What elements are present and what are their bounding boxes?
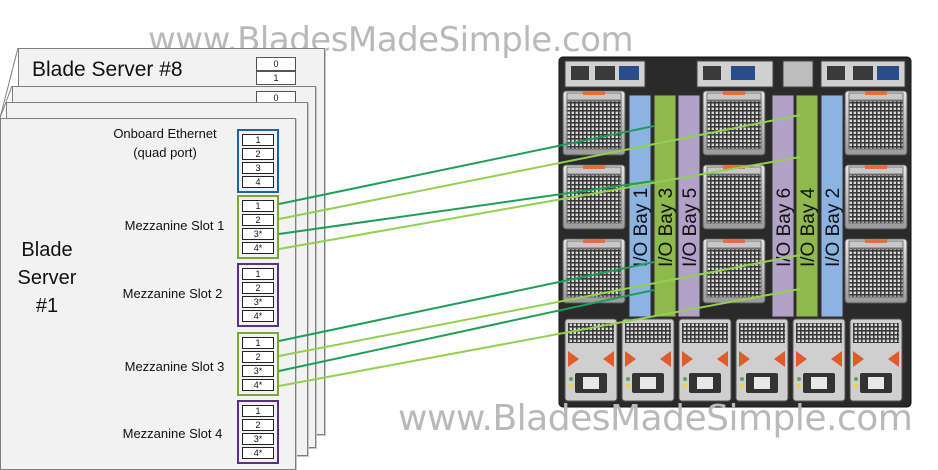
onboard-port-2: 2: [242, 148, 274, 160]
io-bay-4-label: I/O Bay 4: [798, 187, 819, 267]
link-mezz3-port2-bay4: [278, 254, 801, 357]
onboard-port-4: 4: [242, 176, 274, 188]
mezzanine-slot-1-label: Mezzanine Slot 1: [124, 218, 225, 233]
mezzanine-slot-3-label: Mezzanine Slot 3: [124, 359, 225, 374]
mezz4-port-1: 1: [242, 405, 274, 417]
onboard-port-1: 1: [242, 134, 274, 146]
onboard-port-3: 3: [242, 162, 274, 174]
mezz3-port-4: 4*: [242, 379, 274, 391]
mezz2-port-2: 2: [242, 282, 274, 294]
blade-chassis-rear: I/O Bay 1 I/O Bay 3 I/O Bay 5 I/O Bay 6 …: [558, 56, 912, 408]
io-bay-5: [677, 94, 701, 318]
mezz1-port-1: 1: [242, 200, 274, 212]
io-bay-6-label: I/O Bay 6: [774, 188, 795, 267]
mezz4-port-3: 3*: [242, 433, 274, 445]
mezz1-port-3: 3*: [242, 228, 274, 240]
onboard-label-line-1: Onboard Ethernet: [113, 126, 217, 141]
mezzanine-slot-2-ports: 1 2 3* 4*: [237, 263, 279, 327]
blade-8-port-0: 0: [256, 57, 296, 71]
link-mezz1-port2-bay4: [278, 114, 801, 220]
blade-server-1-title: Blade Server #1: [10, 236, 84, 320]
io-bay-4: [795, 94, 819, 318]
mezzanine-slot-3-ports: 1 2 3* 4*: [237, 332, 279, 396]
mezz2-port-4: 4*: [242, 310, 274, 322]
mezz1-port-2: 2: [242, 214, 274, 226]
io-bay-2: [820, 94, 844, 318]
onboard-label-line-2: (quad port): [133, 145, 197, 160]
link-mezz3-port3-bay3: [278, 289, 655, 372]
mezzanine-slot-4-label: Mezzanine Slot 4: [122, 426, 223, 441]
mezz4-port-2: 2: [242, 419, 274, 431]
mezz1-port-4: 4*: [242, 242, 274, 254]
io-bay-6: [771, 94, 795, 318]
link-mezz3-port1-bay3: [278, 261, 655, 342]
io-bay-1-label: I/O Bay 1: [631, 188, 652, 267]
blade-title-line-2: Server: [17, 267, 77, 289]
link-mezz3-port4-bay4: [278, 288, 801, 387]
io-bay-5-label: I/O Bay 5: [680, 188, 701, 267]
blade-8-port-1: 1: [256, 71, 296, 85]
io-bay-1: [628, 94, 652, 318]
watermark-bottom: www.BladesMadeSimple.com: [398, 398, 913, 439]
mezzanine-slot-4-ports: 1 2 3* 4*: [237, 400, 279, 464]
mezz3-port-3: 3*: [242, 365, 274, 377]
io-bay-2-label: I/O Bay 2: [823, 188, 844, 267]
onboard-ethernet-label: Onboard Ethernet (quad port): [100, 124, 230, 162]
mezz2-port-1: 1: [242, 268, 274, 280]
onboard-ethernet-ports: 1 2 3 4: [237, 129, 279, 193]
blade-title-line-3: #1: [35, 295, 59, 317]
mezzanine-slot-2-label: Mezzanine Slot 2: [122, 286, 223, 301]
io-bay-3: [653, 94, 677, 318]
mezz2-port-3: 3*: [242, 296, 274, 308]
mezz3-port-1: 1: [242, 337, 274, 349]
blade-title-line-1: Blade: [21, 239, 73, 261]
mezz4-port-4: 4*: [242, 447, 274, 459]
link-mezz1-port4-bay4: [278, 156, 801, 250]
io-bay-3-label: I/O Bay 3: [656, 188, 677, 267]
io-bays-group: [628, 94, 844, 318]
mezz3-port-2: 2: [242, 351, 274, 363]
blade-server-8-title: Blade Server #8: [32, 58, 183, 81]
link-mezz1-port1-bay3: [278, 125, 655, 205]
mezzanine-slot-1-ports: 1 2 3* 4*: [237, 195, 279, 259]
link-mezz1-port3-bay3: [278, 180, 655, 235]
